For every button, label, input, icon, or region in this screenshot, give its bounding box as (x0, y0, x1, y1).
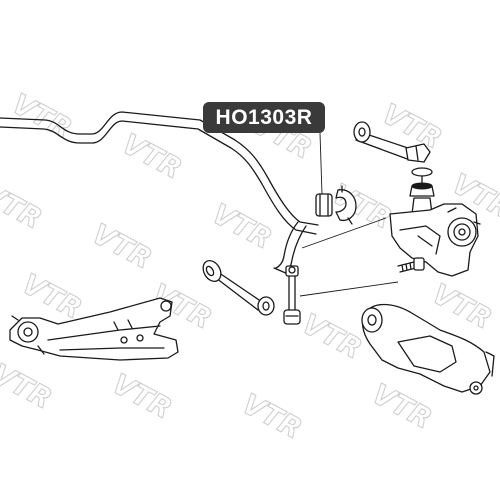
control-arm-icon (361, 303, 495, 395)
watermark-text: VTR (0, 357, 57, 415)
watermark-text: VTR (0, 177, 47, 235)
watermark-text: VTR (17, 267, 88, 325)
bar-leader-line (301, 217, 387, 249)
label-leader-line (319, 132, 323, 195)
part-number-label: HO1303R (203, 102, 325, 133)
trailing-arm-icon (9, 297, 179, 361)
watermark-text: VTR (117, 127, 188, 185)
watermark-text: VTR (107, 367, 178, 425)
watermark-text: VTR (367, 377, 438, 435)
watermark-text: VTR (297, 307, 368, 365)
damper-icon (409, 167, 435, 215)
lateral-link-icon (202, 260, 275, 316)
upper-arm-icon (353, 121, 431, 163)
bushing-icon (315, 185, 357, 225)
watermark-text: VTR (237, 387, 308, 445)
stabilizer-link-icon (283, 265, 301, 325)
watermark-text: VTR (7, 87, 78, 145)
watermark-text: VTR (207, 197, 278, 255)
knuckle-icon (389, 203, 481, 277)
watermark-text: VTR (427, 277, 498, 335)
watermark-text: VTR (87, 217, 158, 275)
link-leader-line (299, 281, 399, 297)
